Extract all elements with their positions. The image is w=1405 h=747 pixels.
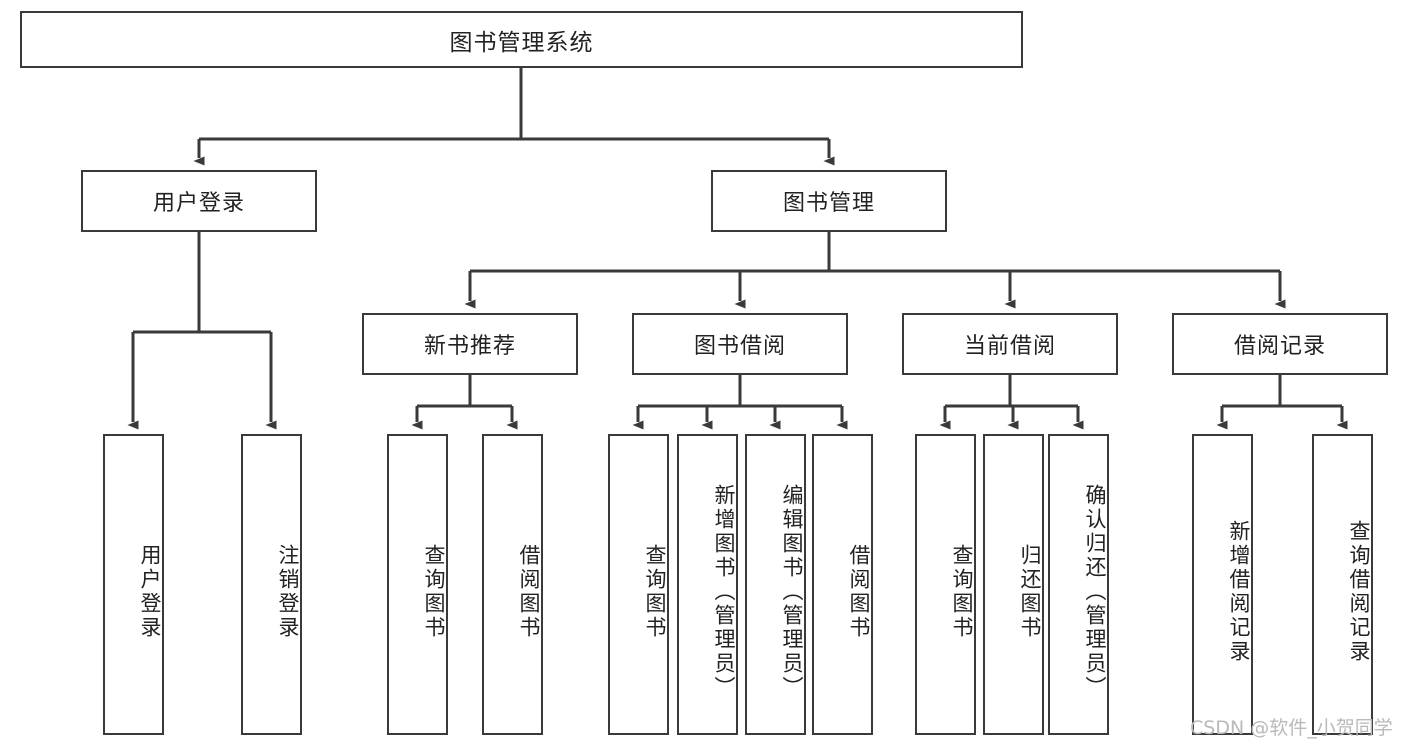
node-new-book-rec[interactable]: 新书推荐 bbox=[362, 313, 578, 375]
node-label: 图书管理系统 bbox=[449, 29, 594, 56]
node-label: 新增借阅记录 bbox=[1227, 519, 1251, 664]
node-label: 借阅图书 bbox=[517, 543, 541, 640]
node-leaf-add-book[interactable]: 新增图书（管理员） bbox=[677, 434, 738, 735]
node-label: 借阅记录 bbox=[1233, 334, 1326, 359]
node-leaf-return-book[interactable]: 归还图书 bbox=[983, 434, 1044, 735]
node-book-borrow[interactable]: 图书借阅 bbox=[632, 313, 848, 375]
node-label: 查询图书 bbox=[643, 543, 667, 640]
node-leaf-add-record[interactable]: 新增借阅记录 bbox=[1192, 434, 1253, 735]
edge-borrowrecord-to-leaves bbox=[1216, 375, 1348, 430]
node-leaf-confirm-return[interactable]: 确认归还（管理员） bbox=[1048, 434, 1109, 735]
node-leaf-logout[interactable]: 注销登录 bbox=[241, 434, 302, 735]
node-leaf-borrow-book-rec[interactable]: 借阅图书 bbox=[482, 434, 543, 735]
node-leaf-query-book-rec[interactable]: 查询图书 bbox=[387, 434, 448, 735]
edge-currentborrow-to-leaves bbox=[939, 375, 1084, 430]
node-label: 新增图书（管理员） bbox=[712, 483, 736, 700]
node-book-manage[interactable]: 图书管理 bbox=[711, 170, 947, 232]
edge-newbookrec-to-leaves bbox=[411, 375, 518, 430]
node-label: 注销登录 bbox=[276, 543, 300, 640]
node-label: 图书管理 bbox=[782, 191, 875, 216]
edge-bookmanage-to-level2 bbox=[464, 232, 1286, 309]
node-label: 新书推荐 bbox=[423, 334, 516, 359]
edge-root-to-level1 bbox=[193, 68, 835, 166]
node-borrow-record[interactable]: 借阅记录 bbox=[1172, 313, 1388, 375]
node-label: 查询借阅记录 bbox=[1347, 519, 1371, 664]
node-leaf-edit-book[interactable]: 编辑图书（管理员） bbox=[745, 434, 806, 735]
node-label: 图书借阅 bbox=[693, 334, 786, 359]
node-label: 归还图书 bbox=[1018, 543, 1042, 640]
node-label: 查询图书 bbox=[950, 543, 974, 640]
node-label: 编辑图书（管理员） bbox=[780, 483, 804, 700]
edge-bookborrow-to-leaves bbox=[632, 375, 848, 430]
node-leaf-query-record[interactable]: 查询借阅记录 bbox=[1312, 434, 1373, 735]
node-label: 确认归还（管理员） bbox=[1083, 483, 1107, 700]
node-leaf-borrow-book[interactable]: 借阅图书 bbox=[812, 434, 873, 735]
node-user-login[interactable]: 用户登录 bbox=[81, 170, 317, 232]
node-label: 借阅图书 bbox=[847, 543, 871, 640]
node-label: 用户登录 bbox=[138, 543, 162, 640]
watermark: CSDN @软件_小贺同学 bbox=[1190, 717, 1393, 739]
edge-userlogin-to-leaves bbox=[127, 232, 277, 430]
node-leaf-query-book-current[interactable]: 查询图书 bbox=[915, 434, 976, 735]
node-current-borrow[interactable]: 当前借阅 bbox=[902, 313, 1118, 375]
node-leaf-user-login[interactable]: 用户登录 bbox=[103, 434, 164, 735]
node-leaf-query-book-borrow[interactable]: 查询图书 bbox=[608, 434, 669, 735]
node-label: 查询图书 bbox=[422, 543, 446, 640]
node-root-system[interactable]: 图书管理系统 bbox=[20, 11, 1023, 68]
node-label: 用户登录 bbox=[152, 191, 245, 216]
node-label: 当前借阅 bbox=[963, 334, 1056, 359]
